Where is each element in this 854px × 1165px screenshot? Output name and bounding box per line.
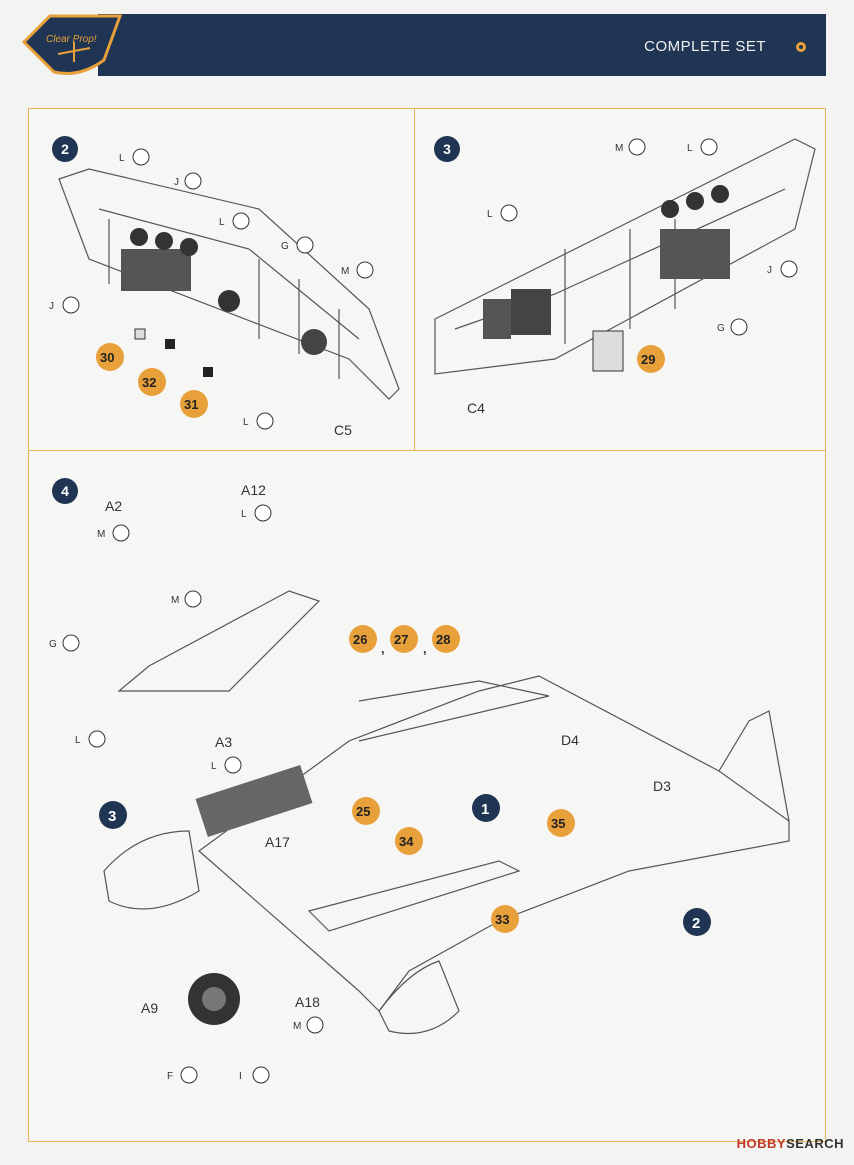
step-4-panel: 4 A2 A12 A3 A17 D4 D3 A9 A18 M L [28,450,826,1142]
subassembly-refs: 1 2 3 [99,794,711,936]
svg-text:A2: A2 [105,498,122,514]
svg-text:D3: D3 [653,778,671,794]
svg-text:M: M [97,529,105,540]
svg-text:L: L [211,761,217,772]
svg-text:35: 35 [551,816,565,831]
svg-text:28: 28 [436,632,450,647]
svg-text:2: 2 [692,915,700,932]
svg-text:,: , [381,641,385,656]
svg-text:,: , [423,641,427,656]
svg-text:30: 30 [100,350,114,365]
part-label-c5: C5 [334,422,352,438]
svg-text:I: I [239,1071,242,1082]
step-number: 2 [61,141,69,157]
page-header: Clear Prop! COMPLETE SET [20,14,826,76]
svg-text:1: 1 [481,801,489,818]
svg-text:M: M [171,595,179,606]
svg-text:3: 3 [108,808,116,825]
header-bar [98,14,826,76]
svg-text:G: G [281,241,289,252]
part-labels: A2 A12 A3 A17 D4 D3 A9 A18 [105,482,671,1016]
svg-text:34: 34 [399,834,414,849]
paint-callouts: M L M G L L M F I [49,504,324,1084]
svg-text:27: 27 [394,632,408,647]
part-label-c4: C4 [467,400,485,416]
svg-text:D4: D4 [561,732,579,748]
svg-text:J: J [174,177,179,188]
svg-text:J: J [767,265,772,276]
step-2-panel: 2 L J L G M J L 30 32 31 C5 [28,108,416,452]
svg-text:26: 26 [353,632,367,647]
svg-text:G: G [717,323,725,334]
decal-29: 29 [641,352,655,367]
svg-text:A18: A18 [295,994,320,1010]
clear-prop-logo: Clear Prop! [21,14,123,75]
step-number: 4 [61,483,69,499]
svg-text:J: J [49,301,54,312]
svg-text:L: L [243,417,249,428]
svg-text:L: L [75,735,81,746]
hobby-search-watermark: HOBBYSEARCH [736,1136,844,1151]
svg-text:M: M [615,143,623,154]
svg-text:M: M [341,266,349,277]
svg-text:32: 32 [142,375,156,390]
step-number: 3 [443,141,451,157]
svg-text:L: L [487,209,493,220]
header-dot-icon [796,42,806,52]
svg-text:F: F [167,1071,173,1082]
svg-text:31: 31 [184,397,198,412]
paint-callouts: L J L G M J L [49,148,374,430]
svg-text:25: 25 [356,804,370,819]
svg-text:L: L [687,143,693,154]
paint-callouts: M L L J G [487,138,798,336]
svg-text:L: L [219,217,225,228]
step-number-badge [52,136,78,162]
decal-badges: 30 32 31 [96,343,208,418]
svg-text:Clear Prop!: Clear Prop! [46,34,97,45]
step-3-panel: 3 M L L J G 29 C4 [414,108,826,452]
svg-text:L: L [241,509,247,520]
svg-text:A9: A9 [141,1000,158,1016]
svg-text:A17: A17 [265,834,290,850]
svg-text:G: G [49,639,57,650]
svg-text:33: 33 [495,912,509,927]
svg-text:L: L [119,153,125,164]
svg-text:A3: A3 [215,734,232,750]
svg-text:M: M [293,1021,301,1032]
decal-badges: 26 27 28 25 34 35 33 , , [349,625,575,933]
svg-text:A12: A12 [241,482,266,498]
header-title: COMPLETE SET [644,38,766,55]
